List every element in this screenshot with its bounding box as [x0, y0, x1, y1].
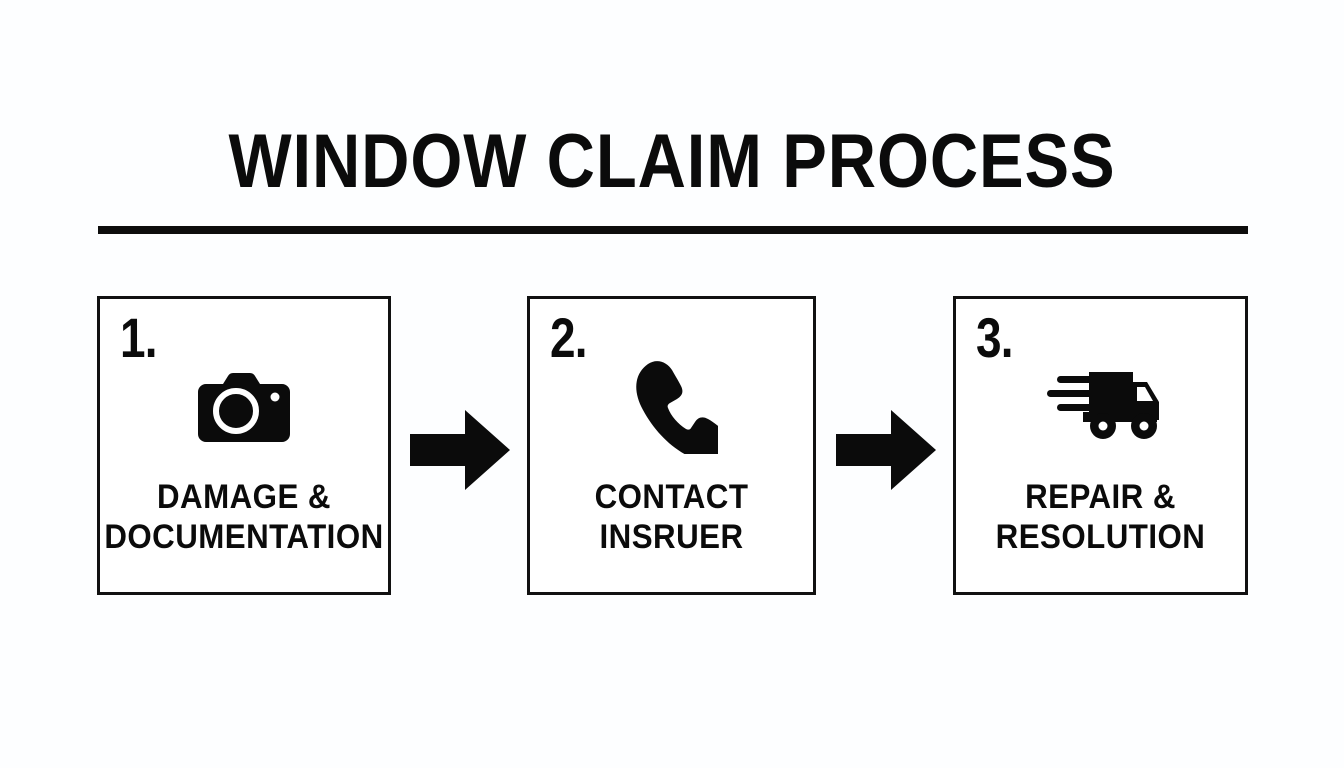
step-label-2-line1: CONTACT	[594, 478, 749, 516]
step-number-2: 2.	[550, 306, 587, 369]
step-label-1-line2: DOCUMENTATION	[104, 518, 384, 556]
delivery-truck-icon	[956, 347, 1245, 457]
step-label-1: DAMAGE & DOCUMENTATION	[75, 477, 414, 557]
step-label-3: REPAIR & RESOLUTION	[931, 477, 1270, 557]
step-card-2[interactable]: 2. CONTACT INSRUER	[527, 296, 816, 595]
step-card-1[interactable]: 1. DAMAGE & DOCUMENTATION	[97, 296, 391, 595]
step-number-1: 1.	[120, 306, 157, 369]
step-card-3[interactable]: 3. REPAIR	[953, 296, 1248, 595]
title-underline-rule	[98, 226, 1248, 234]
step-label-1-line1: DAMAGE &	[157, 478, 331, 516]
phone-handset-icon	[530, 351, 813, 461]
step-label-2: CONTACT INSRUER	[505, 477, 839, 557]
camera-icon	[100, 351, 388, 461]
step-label-3-line1: REPAIR &	[1025, 478, 1176, 516]
arrow-step2-to-step3	[836, 410, 936, 490]
arrow-step1-to-step2	[410, 410, 510, 490]
step-label-3-line2: RESOLUTION	[995, 518, 1206, 556]
page-title: WINDOW CLAIM PROCESS	[228, 119, 1116, 204]
step-number-3: 3.	[976, 306, 1013, 369]
step-label-2-line2: INSRUER	[599, 518, 744, 556]
